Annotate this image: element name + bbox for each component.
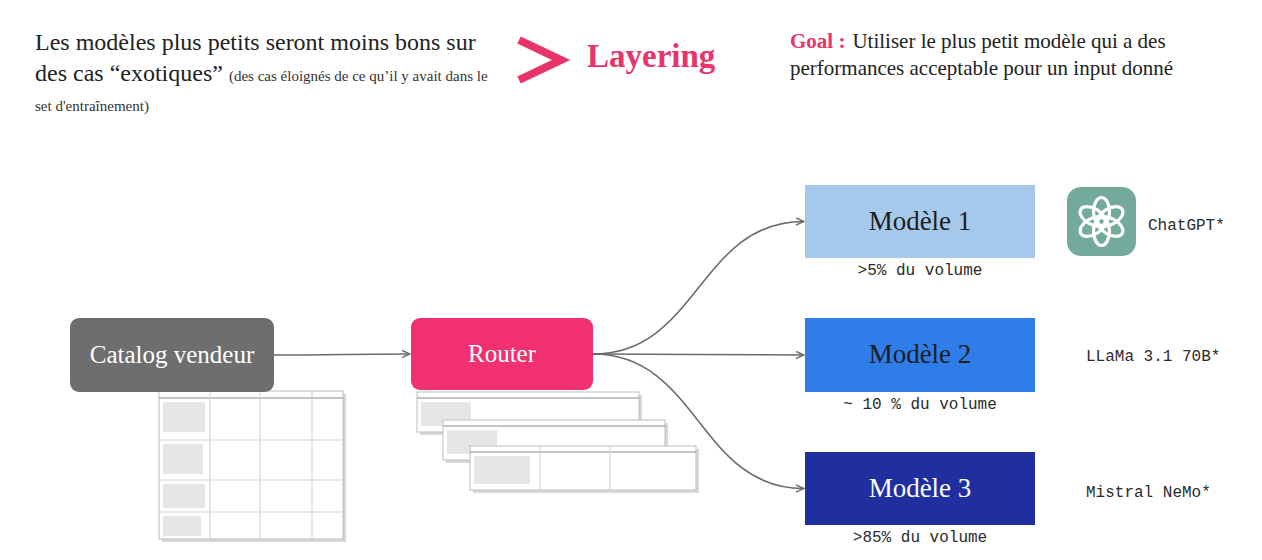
box-fill: Modèle 3 [805,452,1035,525]
table-rule [260,391,261,539]
goal-text: Utiliser le plus petit modèle qui a des … [790,29,1173,80]
table-rule [443,426,665,427]
logo-petal [1077,203,1109,231]
model-box: Modèle 3>85% du volume [805,452,1035,525]
model-name: LLaMa 3.1 70B* [1086,348,1220,366]
table-rule [159,398,343,399]
table-rule [417,398,639,399]
goal-note: Goal :Utiliser le plus petit modèle qui … [790,28,1230,82]
catalog-sheet [159,391,346,542]
flow-arrow [593,354,804,355]
volume-caption: >85% du volume [853,529,987,547]
box-fill: Catalog vendeur [70,318,274,392]
logo-tile [1067,187,1136,256]
table-text-block [163,484,205,508]
title-text: Layering [587,38,715,75]
flow-arrow [274,354,410,355]
table-text-block [163,516,201,536]
router-sheets [417,392,699,493]
model-name: Mistral NeMo* [1086,484,1211,502]
flow-arrow [593,354,804,489]
flow-arrow [593,222,804,355]
box-fill: Modèle 2 [805,318,1035,392]
table-text-block [163,444,203,474]
table-rule [210,391,211,539]
chevron-symbol [519,40,561,80]
box-label: Router [468,340,536,369]
table-sheet [159,391,343,539]
goal-heading: Goal : [790,29,845,53]
table-sheet [470,446,696,490]
box-label: Catalog vendeur [90,341,255,370]
box-label: Modèle 1 [869,206,972,237]
table-rule [159,440,343,441]
box-fill: Modèle 1 [805,185,1035,258]
table-rule [312,391,313,539]
box-label: Modèle 3 [869,473,972,504]
table-rule [610,446,611,490]
table-rule [159,512,343,513]
logo-knot [1077,198,1127,246]
volume-caption: ~ 10 % du volume [843,396,997,414]
table-text-block [474,456,530,484]
model-name: ChatGPT* [1148,217,1225,235]
model-box: Modèle 2~ 10 % du volume [805,318,1035,392]
router-box: Router [411,318,593,390]
title-holder: Layering [587,38,715,75]
table-text-block [163,402,205,432]
volume-caption: >5% du volume [858,262,983,280]
intro-note: Les modèles plus petits seront moins bon… [35,28,497,121]
box-fill: Router [411,318,593,390]
table-rule [470,452,696,453]
box-label: Modèle 2 [869,339,972,370]
table-rule [540,446,541,490]
table-rule [159,480,343,481]
chatgpt-logo [1067,187,1136,256]
model-box: Modèle 1>5% du volume [805,185,1035,258]
source-box: Catalog vendeur [70,318,274,392]
